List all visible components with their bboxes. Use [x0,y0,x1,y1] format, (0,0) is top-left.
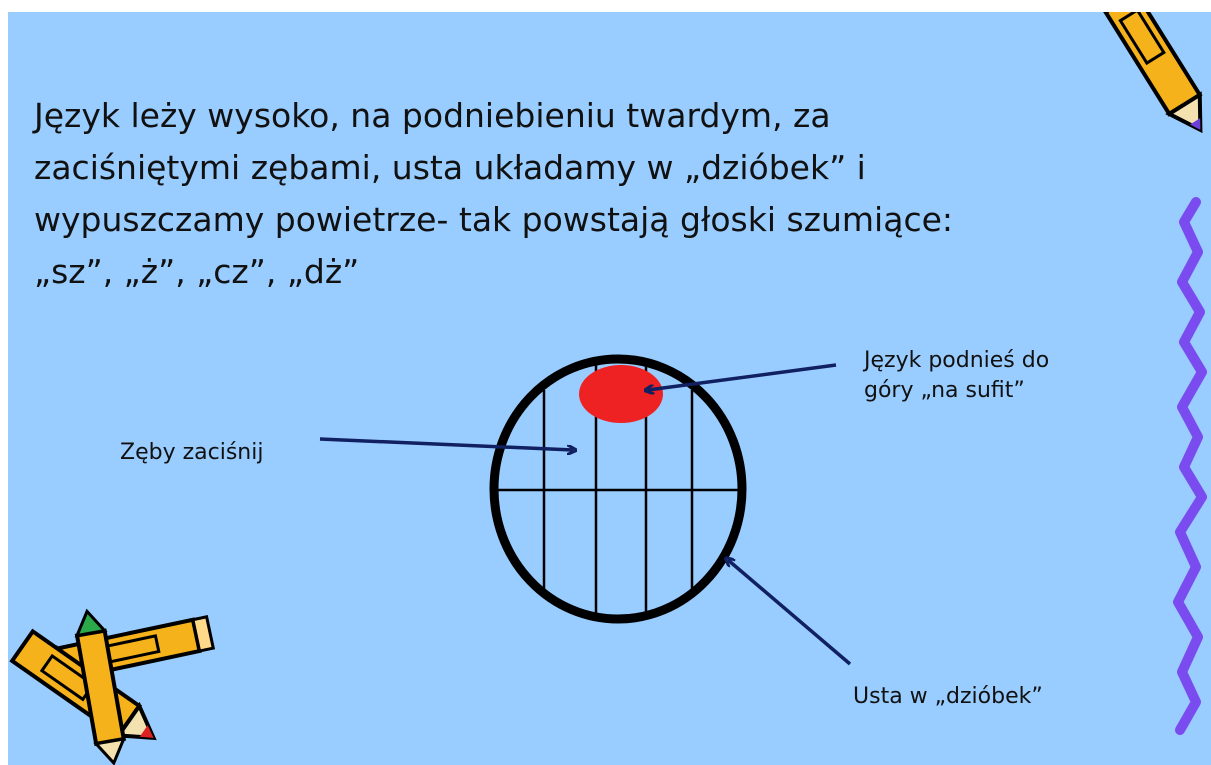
squiggle-border [1173,197,1207,735]
slide: Język leży wysoko, na podniebieniu tward… [8,12,1211,765]
tongue-label: Język podnieś do góry „na sufit” [864,348,1050,403]
teeth-label: Zęby zaciśnij [120,440,264,465]
lips-arrow [728,560,852,666]
teeth-arrow [319,437,573,450]
slide-title: Język leży wysoko, na podniebieniu tward… [34,96,954,291]
tongue-blob [579,365,663,423]
pencil-icon [1102,12,1203,134]
tongue-arrow [648,363,837,390]
mouth-diagram [9,12,1207,765]
pencil-icon [74,608,127,765]
mouth-outline [489,354,747,624]
lips-label: Usta w „dzióbek” [853,684,1043,709]
